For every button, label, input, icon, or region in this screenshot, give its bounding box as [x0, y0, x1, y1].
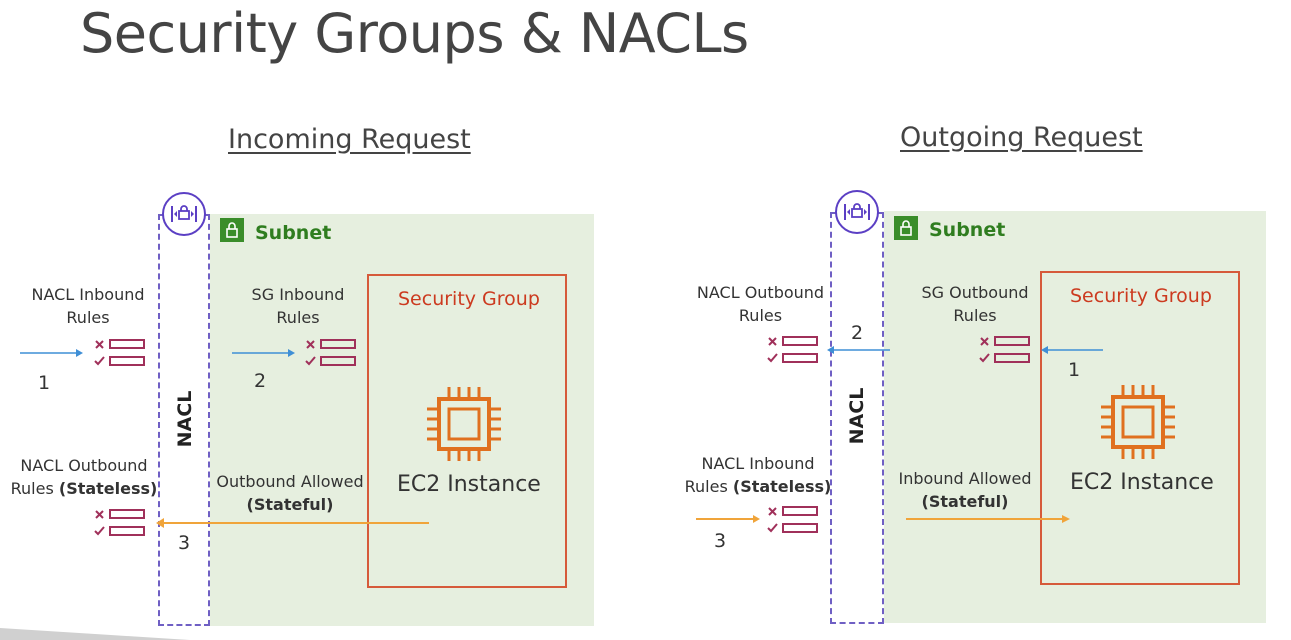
- outgoing-security-group-box: [1040, 271, 1240, 585]
- incoming-sg-title: Security Group: [398, 288, 540, 310]
- outgoing-sg-title: Security Group: [1070, 285, 1212, 307]
- stateless-tag: (Stateless): [732, 477, 832, 496]
- incoming-subnet: [210, 214, 594, 626]
- label-line: Rules: [684, 477, 733, 496]
- lock-icon: [894, 216, 918, 240]
- incoming-arrow-1: [20, 347, 84, 359]
- outgoing-nacl-inbound-label: NACL Inbound Rules (Stateless): [684, 452, 832, 498]
- incoming-nacl-inbound-label: NACL Inbound Rules: [18, 283, 158, 329]
- label-line: NACL Inbound: [31, 285, 145, 304]
- outgoing-arrow-allowed: [906, 513, 1072, 525]
- incoming-ec2-label: EC2 Instance: [397, 472, 541, 497]
- slide-corner-decoration: [0, 620, 200, 640]
- page-title: Security Groups & NACLs: [80, 2, 749, 65]
- outgoing-arrow-3: [696, 513, 762, 525]
- label-line: Rules: [738, 306, 783, 325]
- label-line: Rules: [10, 479, 59, 498]
- outgoing-step-3: 3: [714, 530, 727, 552]
- label-line: NACL Outbound: [696, 283, 825, 302]
- ec2-chip-icon: [1099, 383, 1177, 461]
- outgoing-allowed-label: Inbound Allowed (Stateful): [890, 467, 1040, 513]
- incoming-step-1: 1: [38, 372, 51, 394]
- stateful-tag: (Stateful): [921, 492, 1009, 511]
- rules-icon: [765, 335, 818, 365]
- outgoing-step-2: 2: [851, 322, 864, 344]
- outgoing-subnet-label: Subnet: [929, 219, 1006, 241]
- label-line: Inbound Allowed: [898, 469, 1032, 488]
- rules-icon: [765, 505, 818, 535]
- outgoing-nacl-label: NACL: [846, 387, 868, 445]
- incoming-sg-inbound-label: SG Inbound Rules: [248, 283, 348, 329]
- incoming-allowed-label: Outbound Allowed (Stateful): [210, 470, 370, 516]
- outgoing-arrow-2: [826, 344, 892, 356]
- outgoing-nacl-outbound-label: NACL Outbound Rules: [688, 281, 833, 327]
- nacl-icon: [835, 190, 879, 234]
- label-line: NACL Inbound: [701, 454, 815, 473]
- incoming-step-2: 2: [254, 370, 267, 392]
- rules-icon: [92, 338, 145, 368]
- incoming-nacl-label: NACL: [174, 390, 196, 448]
- outgoing-subnet: [884, 211, 1266, 623]
- label-line: Rules: [953, 306, 997, 325]
- outgoing-arrow-1: [1040, 344, 1104, 356]
- label-line: Outbound Allowed: [216, 472, 364, 491]
- outgoing-step-1: 1: [1068, 359, 1081, 381]
- ec2-chip-icon: [425, 385, 503, 463]
- label-line: Rules: [276, 308, 320, 327]
- incoming-arrow-2: [232, 347, 296, 359]
- label-line: Rules: [66, 308, 110, 327]
- incoming-arrow-3: [155, 516, 431, 530]
- rules-icon: [977, 335, 1030, 365]
- stateful-tag: (Stateful): [246, 495, 334, 514]
- label-line: SG Inbound: [251, 285, 345, 304]
- outgoing-ec2-label: EC2 Instance: [1070, 470, 1214, 495]
- incoming-security-group-box: [367, 274, 567, 588]
- incoming-subnet-label: Subnet: [255, 222, 332, 244]
- incoming-step-3: 3: [178, 532, 191, 554]
- label-line: SG Outbound: [921, 283, 1029, 302]
- lock-icon: [220, 218, 244, 242]
- incoming-nacl-outbound-label: NACL Outbound Rules (Stateless): [10, 454, 158, 500]
- rules-icon: [303, 338, 356, 368]
- stateless-tag: (Stateless): [58, 479, 158, 498]
- outgoing-sg-outbound-label: SG Outbound Rules: [915, 281, 1035, 327]
- incoming-heading: Incoming Request: [228, 124, 471, 155]
- outgoing-heading: Outgoing Request: [900, 122, 1143, 153]
- label-line: NACL Outbound: [20, 456, 148, 475]
- nacl-icon: [162, 192, 206, 236]
- rules-icon: [92, 508, 145, 538]
